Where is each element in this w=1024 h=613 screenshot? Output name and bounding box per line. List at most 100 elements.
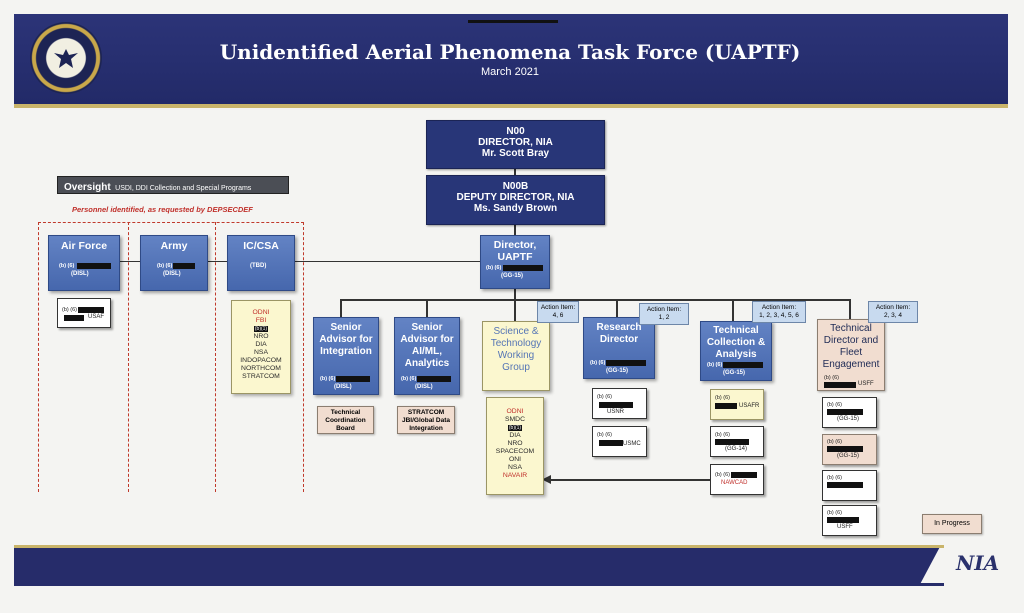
science-members-box: ODNI SMDC (b)(1) DIA NRO SPACECOM ONI NS… [486,397,544,495]
list-item: STRATCOM [242,373,280,380]
org-label: USMC [623,441,641,447]
dashed-border [128,222,129,492]
org-label: NAWCAD [721,480,748,486]
redaction-code: (b) (6) [62,307,77,313]
org-label: USAF [88,314,105,320]
redaction-code: (b) (6) [827,510,842,516]
list-item: (b)(1) [253,326,269,332]
senior-aiml-title: Senior Advisor for AI/ML, Analytics [400,322,454,369]
page-title: Unidentified Aerial Phenomena Task Force… [219,40,801,64]
list-item: INDOPACOM [240,357,282,364]
science-technology-wg-box: Science & Technology Working Group [482,321,550,391]
connector-line [426,299,428,317]
ic-members-box: ODNI FBI (b)(1) NRO DIA NSA INDOPACOM NO… [231,300,291,394]
list-item: NRO [507,440,523,447]
dashed-border [38,222,304,223]
tech-collection-title: Technical Collection & Analysis [706,325,766,360]
uaptf-director-title: Director, [493,239,537,251]
list-item: ONI [508,456,522,463]
list-item: ODNI [252,309,270,316]
redaction-bar [827,517,859,523]
director-name: Mr. Scott Bray [481,148,550,159]
redaction-code: (b) (6) [486,265,502,271]
dod-seal-logo [30,22,102,94]
fleet-staff-box: (b) (6) (GG-15) [822,397,877,428]
action-item-badge: Action Item:2, 3, 4 [868,301,918,323]
org-label: USFF [858,381,874,387]
army-title: Army [160,240,188,252]
redaction-bar [64,315,84,321]
connector-line [514,223,516,235]
redaction-bar [723,362,763,368]
deputy-title: DEPUTY DIRECTOR, NIA [456,192,575,203]
redaction-code: (b) (6) [401,376,417,382]
list-item: SMDC [504,416,525,423]
redaction-code: (b) (6) [597,394,612,400]
grade-label: (DISL) [334,384,352,390]
tech-collection-staff-box: (b) (6) USAFR [710,389,764,420]
grade-label: (GG-15) [501,273,524,279]
senior-advisor-aiml-box: Senior Advisor for AI/ML, Analytics (b) … [394,317,460,395]
redaction-code: (b) (6) [157,263,173,269]
redaction-bar [606,360,646,366]
org-label: (GG-14) [725,446,748,452]
redaction-bar [77,263,111,269]
header-divider [468,20,558,23]
fleet-staff-box: (b) (6) (GG-15) [822,434,877,465]
arrowhead-icon [542,475,551,484]
redaction-code: (b) (6) [590,360,606,366]
technical-collection-box: Technical Collection & Analysis (b) (6) … [700,321,772,381]
research-staff-box: (b) (6) USNR [592,388,647,419]
fleet-staff-box: (b) (6) [822,470,877,501]
list-item: NSA [508,464,522,471]
redaction-bar [715,403,737,409]
redaction-bar [827,446,863,452]
footer-bar [14,545,944,586]
header-banner [14,14,1008,108]
org-label: USAFR [739,403,760,409]
redaction-code: (b) (6) [827,475,842,481]
ic-csa-title: IC/CSA [243,240,279,252]
org-label: USFF [837,524,853,530]
director-title: DIRECTOR, NIA [478,137,553,148]
action-item-badge: Action Item:4, 6 [537,301,579,323]
grade-label: (DISL) [415,384,433,390]
oversight-bar: Oversight USDI, DDI Collection and Speci… [57,176,289,194]
redaction-bar [78,307,104,313]
oversight-text: USDI, DDI Collection and Special Program… [115,185,252,192]
usaf-staff-box: (b) (6) USAF [57,298,111,328]
redaction-code: (b) (6) [827,402,842,408]
redaction-bar [824,382,856,388]
dashed-border [215,222,216,492]
uaptf-director-title2: UAPTF [497,251,533,263]
senior-integration-title: Senior Advisor for Integration [319,322,373,357]
redaction-code: (b) (6) [320,376,336,382]
grade-label: (GG-15) [723,370,746,376]
fleet-staff-box: (b) (6) USFF [822,505,877,536]
fleet-title: Technical Director and Fleet Engagement [822,323,880,370]
air-force-title: Air Force [60,240,108,252]
dashed-border [38,222,39,492]
research-title: Research Director [596,322,642,345]
redaction-code: (b) (6) [597,432,612,438]
tech-collection-staff-box: (b) (6) (GG-14) [710,426,764,457]
army-box: Army (b) (6) (DISL) [140,235,208,291]
list-item: FBI [255,317,267,324]
tech-collection-staff-box: (b) (6) NAWCAD [710,464,764,495]
org-label: (GG-15) [837,416,860,422]
list-item: (b)(1) [507,425,523,431]
redaction-bar [417,376,451,382]
grade-label: (DISL) [71,271,89,277]
org-label: USNR [607,409,625,415]
action-item-badge: Action Item:1, 2 [639,303,689,325]
redaction-bar [715,439,749,445]
redaction-bar [731,472,757,478]
research-staff-box: (b) (6) USMC [592,426,647,457]
fleet-engagement-box: Technical Director and Fleet Engagement … [817,319,885,391]
redaction-code: (b) (6) [715,432,730,438]
redaction-code: (b) (6) [715,472,730,478]
redaction-bar [827,482,863,488]
list-item: NORTHCOM [241,365,281,372]
uaptf-director-box: Director, UAPTF (b) (6) (GG-15) [480,235,550,289]
redaction-code: (b) (6) [707,362,723,368]
